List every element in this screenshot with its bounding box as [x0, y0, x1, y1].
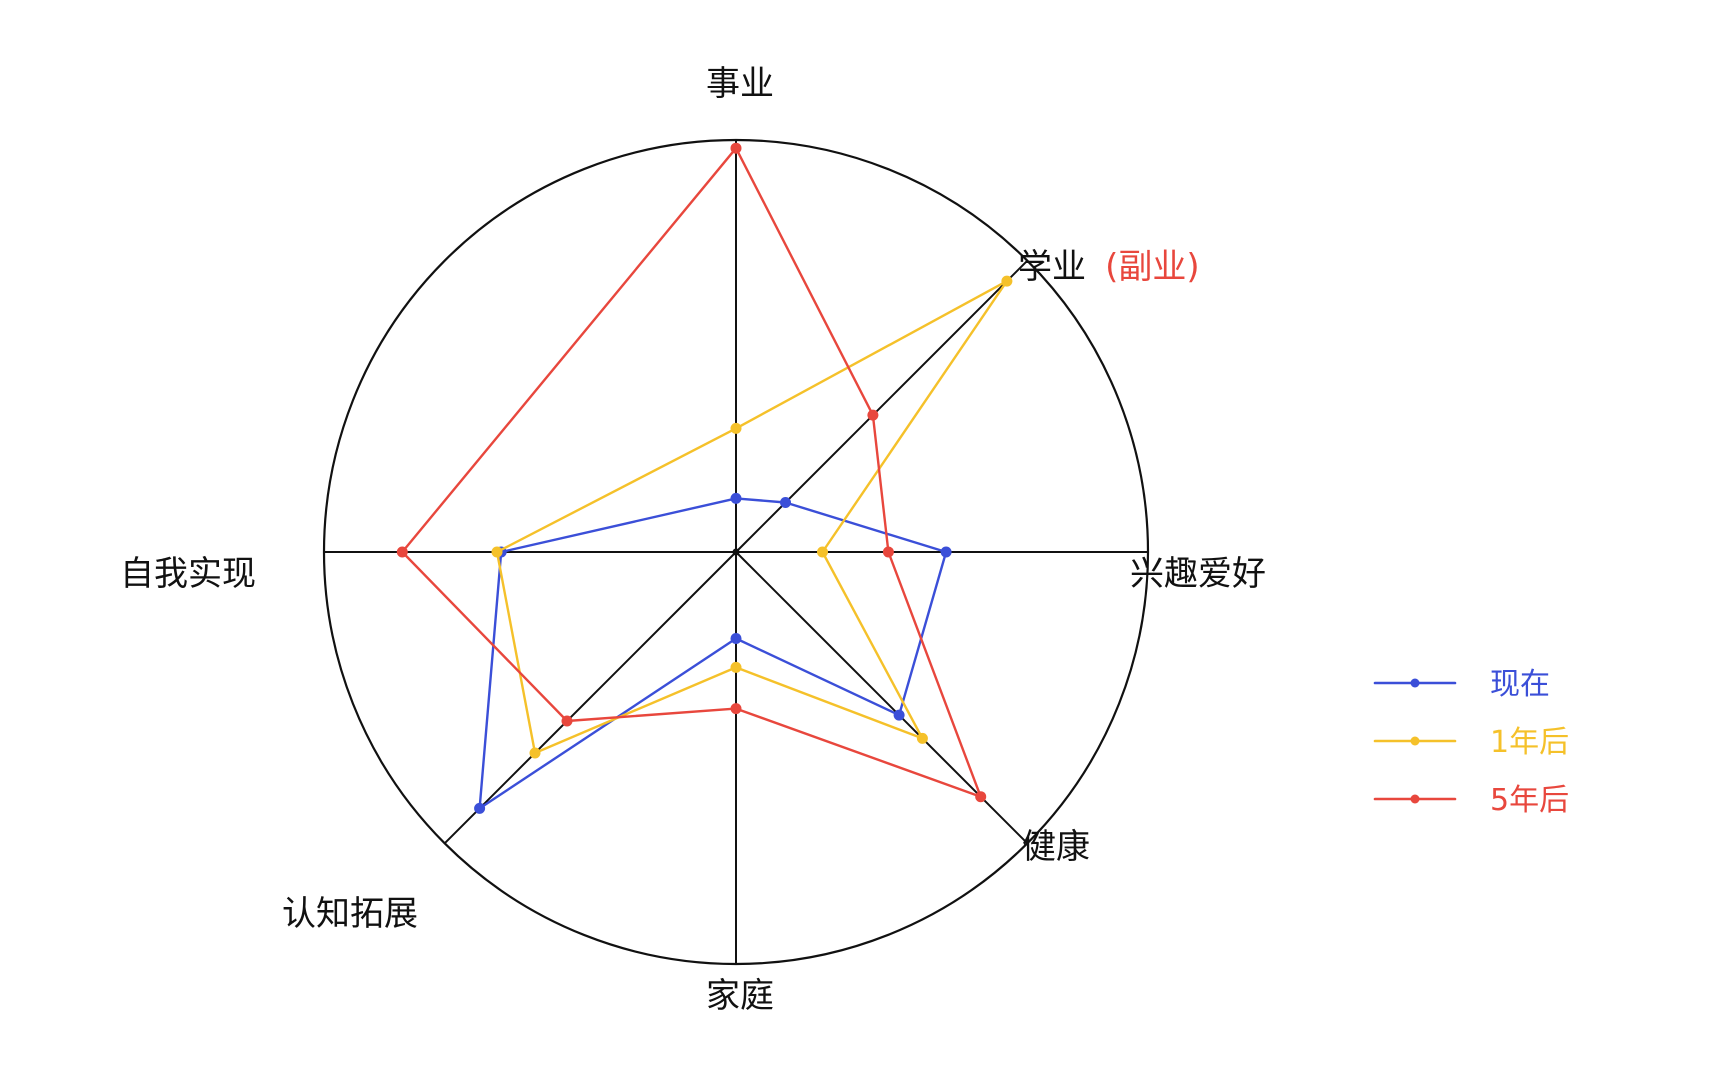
series-point: [529, 747, 541, 759]
series-point: [730, 422, 742, 434]
series-point: [916, 732, 928, 744]
series-point: [396, 546, 408, 558]
legend-item: 1年后: [1373, 725, 1569, 760]
axis-spoke: [443, 551, 737, 845]
axis-label-health: 健康: [1022, 827, 1090, 867]
legend-swatch-point: [1410, 736, 1420, 746]
series-point: [730, 661, 742, 673]
axis-label-study-main: 学业: [1018, 247, 1086, 287]
series-line: [495, 279, 1009, 755]
series-group: [396, 142, 987, 803]
series-point: [780, 497, 791, 508]
axis-label-self: 自我实现: [120, 554, 256, 594]
legend-swatch-point: [1410, 794, 1420, 804]
axis-label-study: 学业 (副业): [1018, 247, 1200, 287]
series-point: [730, 703, 742, 715]
axis-label-hobby: 兴趣爱好: [1130, 554, 1266, 594]
series-point: [817, 546, 828, 558]
radar-center-dot: [732, 548, 740, 556]
series-point: [730, 492, 742, 504]
series-layer: [396, 142, 1013, 814]
legend-item: 现在: [1373, 667, 1550, 702]
series-line: [401, 146, 982, 798]
series-point: [491, 546, 503, 558]
series-point: [474, 802, 486, 814]
legend-swatch-point: [1410, 678, 1420, 688]
legend: 现在 1年后 5年后: [1373, 667, 1569, 818]
axis-label-cognition: 认知拓展: [282, 894, 418, 934]
legend-label: 1年后: [1490, 725, 1569, 760]
legend-item: 5年后: [1373, 783, 1569, 818]
series-point: [940, 546, 952, 558]
series-point: [730, 633, 742, 644]
axis-label-career: 事业: [706, 64, 774, 104]
series-point: [975, 791, 987, 803]
series-point: [561, 715, 573, 727]
axis-spoke: [735, 259, 1029, 553]
legend-label: 5年后: [1490, 783, 1569, 818]
series-point: [730, 142, 742, 154]
series-group: [474, 492, 952, 814]
series-point: [882, 546, 894, 558]
series-group: [491, 275, 1013, 759]
series-point: [893, 709, 905, 721]
series-point: [1001, 275, 1013, 287]
axis-labels: 事业 学业 (副业) 兴趣爱好 健康 家庭 认知拓展 自我实现: [120, 64, 1266, 1016]
axis-label-family: 家庭: [706, 976, 774, 1016]
series-point: [867, 409, 879, 421]
series-line: [478, 497, 948, 810]
legend-label: 现在: [1490, 667, 1550, 702]
axis-label-study-sub: (副业): [1105, 247, 1200, 287]
